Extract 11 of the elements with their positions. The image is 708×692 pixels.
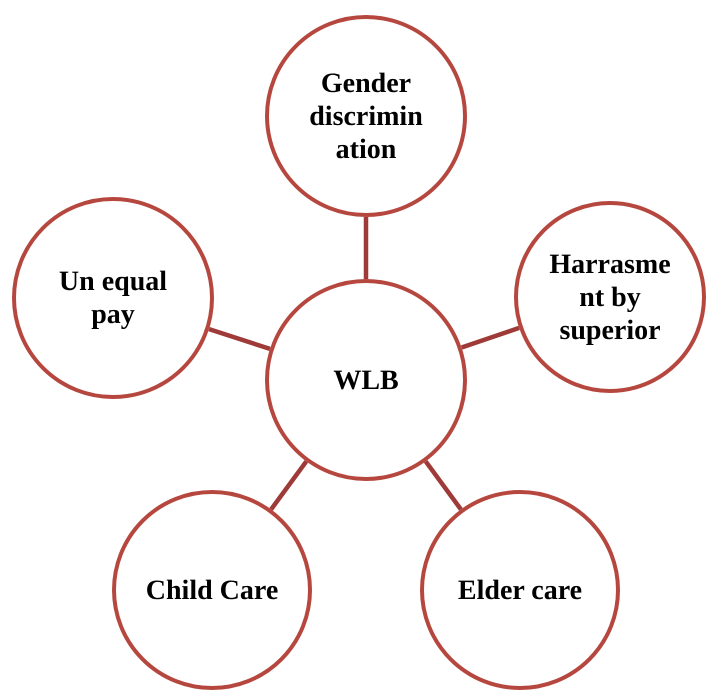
connector-line xyxy=(460,326,520,350)
circle-label: Child Care xyxy=(144,574,280,606)
circle-label: Un equal pay xyxy=(58,265,168,331)
circle-label: Harrasme nt by superior xyxy=(548,248,672,346)
connector-line xyxy=(208,327,271,351)
circle-label: Gender discrimin ation xyxy=(308,66,424,166)
connector-line xyxy=(364,217,368,279)
circle-label: Elder care xyxy=(456,574,584,606)
circle-label: WLB xyxy=(332,364,400,396)
connector-line xyxy=(424,460,463,511)
connector-line xyxy=(269,460,308,511)
